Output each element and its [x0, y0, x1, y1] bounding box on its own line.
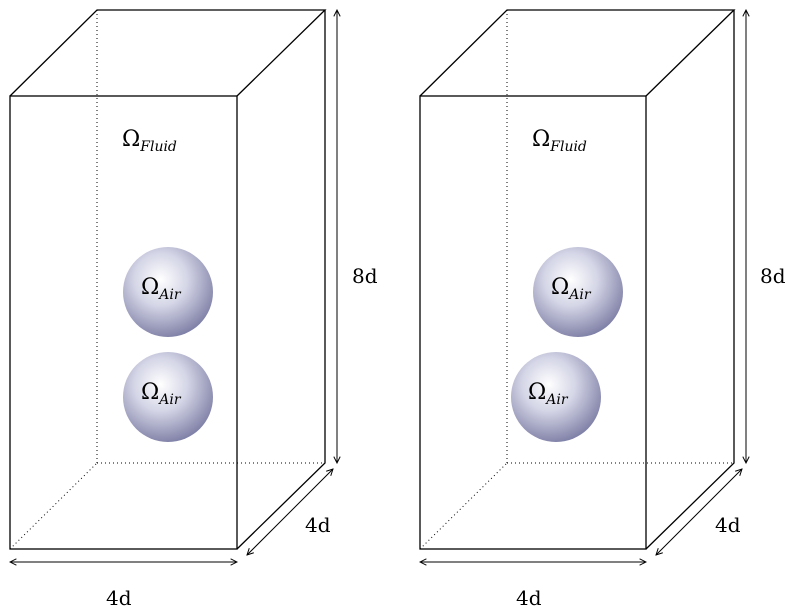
right-face [236, 10, 326, 550]
front-face [419, 95, 647, 550]
depth-dimension-label: 4d [305, 513, 331, 537]
width-dimension-label: 4d [516, 586, 542, 610]
bubble-lower: ΩAir [511, 352, 601, 442]
fluid-domain-label: ΩFluid [122, 127, 177, 155]
front-face [9, 95, 238, 550]
hidden-bottom-depth-edge [419, 462, 508, 550]
air-bubble-label: ΩAir [141, 380, 182, 408]
air-bubble-label: ΩAir [551, 275, 592, 303]
top-face [419, 9, 736, 97]
hidden-bottom-depth-edge [9, 462, 98, 550]
top-face [9, 9, 327, 97]
depth-dimension-label: 4d [715, 513, 741, 537]
sphere [511, 352, 601, 442]
height-dimension-label: 8d [760, 264, 786, 288]
fluid-domain-label: ΩFluid [532, 127, 587, 155]
air-bubble-label: ΩAir [528, 380, 569, 408]
bubble-upper: ΩAir [123, 247, 213, 337]
sphere [123, 352, 213, 442]
bubble-upper: ΩAir [533, 247, 623, 337]
sphere [533, 247, 623, 337]
bubble-lower: ΩAir [123, 352, 213, 442]
panel-left: ΩFluid ΩAir ΩAir 8d 4d 4d [10, 10, 378, 610]
depth-dimension-arrow [656, 469, 742, 555]
air-bubble-label: ΩAir [141, 275, 182, 303]
depth-dimension-arrow [247, 469, 333, 555]
panel-right: ΩFluid ΩAir ΩAir 8d 4d 4d [420, 10, 786, 610]
right-face [645, 10, 735, 550]
width-dimension-label: 4d [106, 586, 132, 610]
sphere [123, 247, 213, 337]
height-dimension-label: 8d [352, 264, 378, 288]
